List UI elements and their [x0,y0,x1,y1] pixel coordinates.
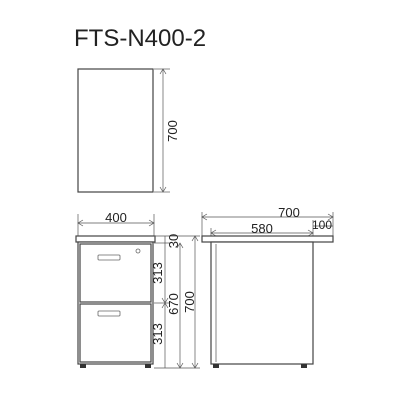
top-view-outline [77,68,154,193]
side-body-depth-label: 580 [251,221,273,236]
upper-drawer-handle [97,254,121,261]
lower-drawer-handle [97,310,121,317]
side-top-plate [201,235,334,243]
lower-drawer [79,303,152,363]
top-depth-label: 700 [165,120,180,142]
total-height-label: 700 [182,291,197,313]
side-foot-right [301,364,307,368]
top-gap-label: 30 [166,234,181,248]
lock-icon [135,248,141,254]
front-width-label: 400 [105,210,127,225]
side-view: 700 580 100 [201,205,334,368]
side-body [210,241,314,365]
side-total-depth-label: 700 [278,205,300,220]
front-top-plate [75,235,156,243]
side-overhang-label: 100 [312,218,332,232]
upper-drawer [79,243,152,303]
inner-height-label: 670 [166,293,181,315]
front-foot-left [80,364,86,368]
lower-drawer-height-label: 313 [150,323,165,345]
front-foot-right [145,364,151,368]
top-view: 700 [77,68,180,193]
side-foot-left [213,364,219,368]
upper-drawer-height-label: 313 [150,262,165,284]
front-view: 400 30 313 313 670 700 [75,210,200,369]
model-title: FTS-N400-2 [74,25,206,52]
